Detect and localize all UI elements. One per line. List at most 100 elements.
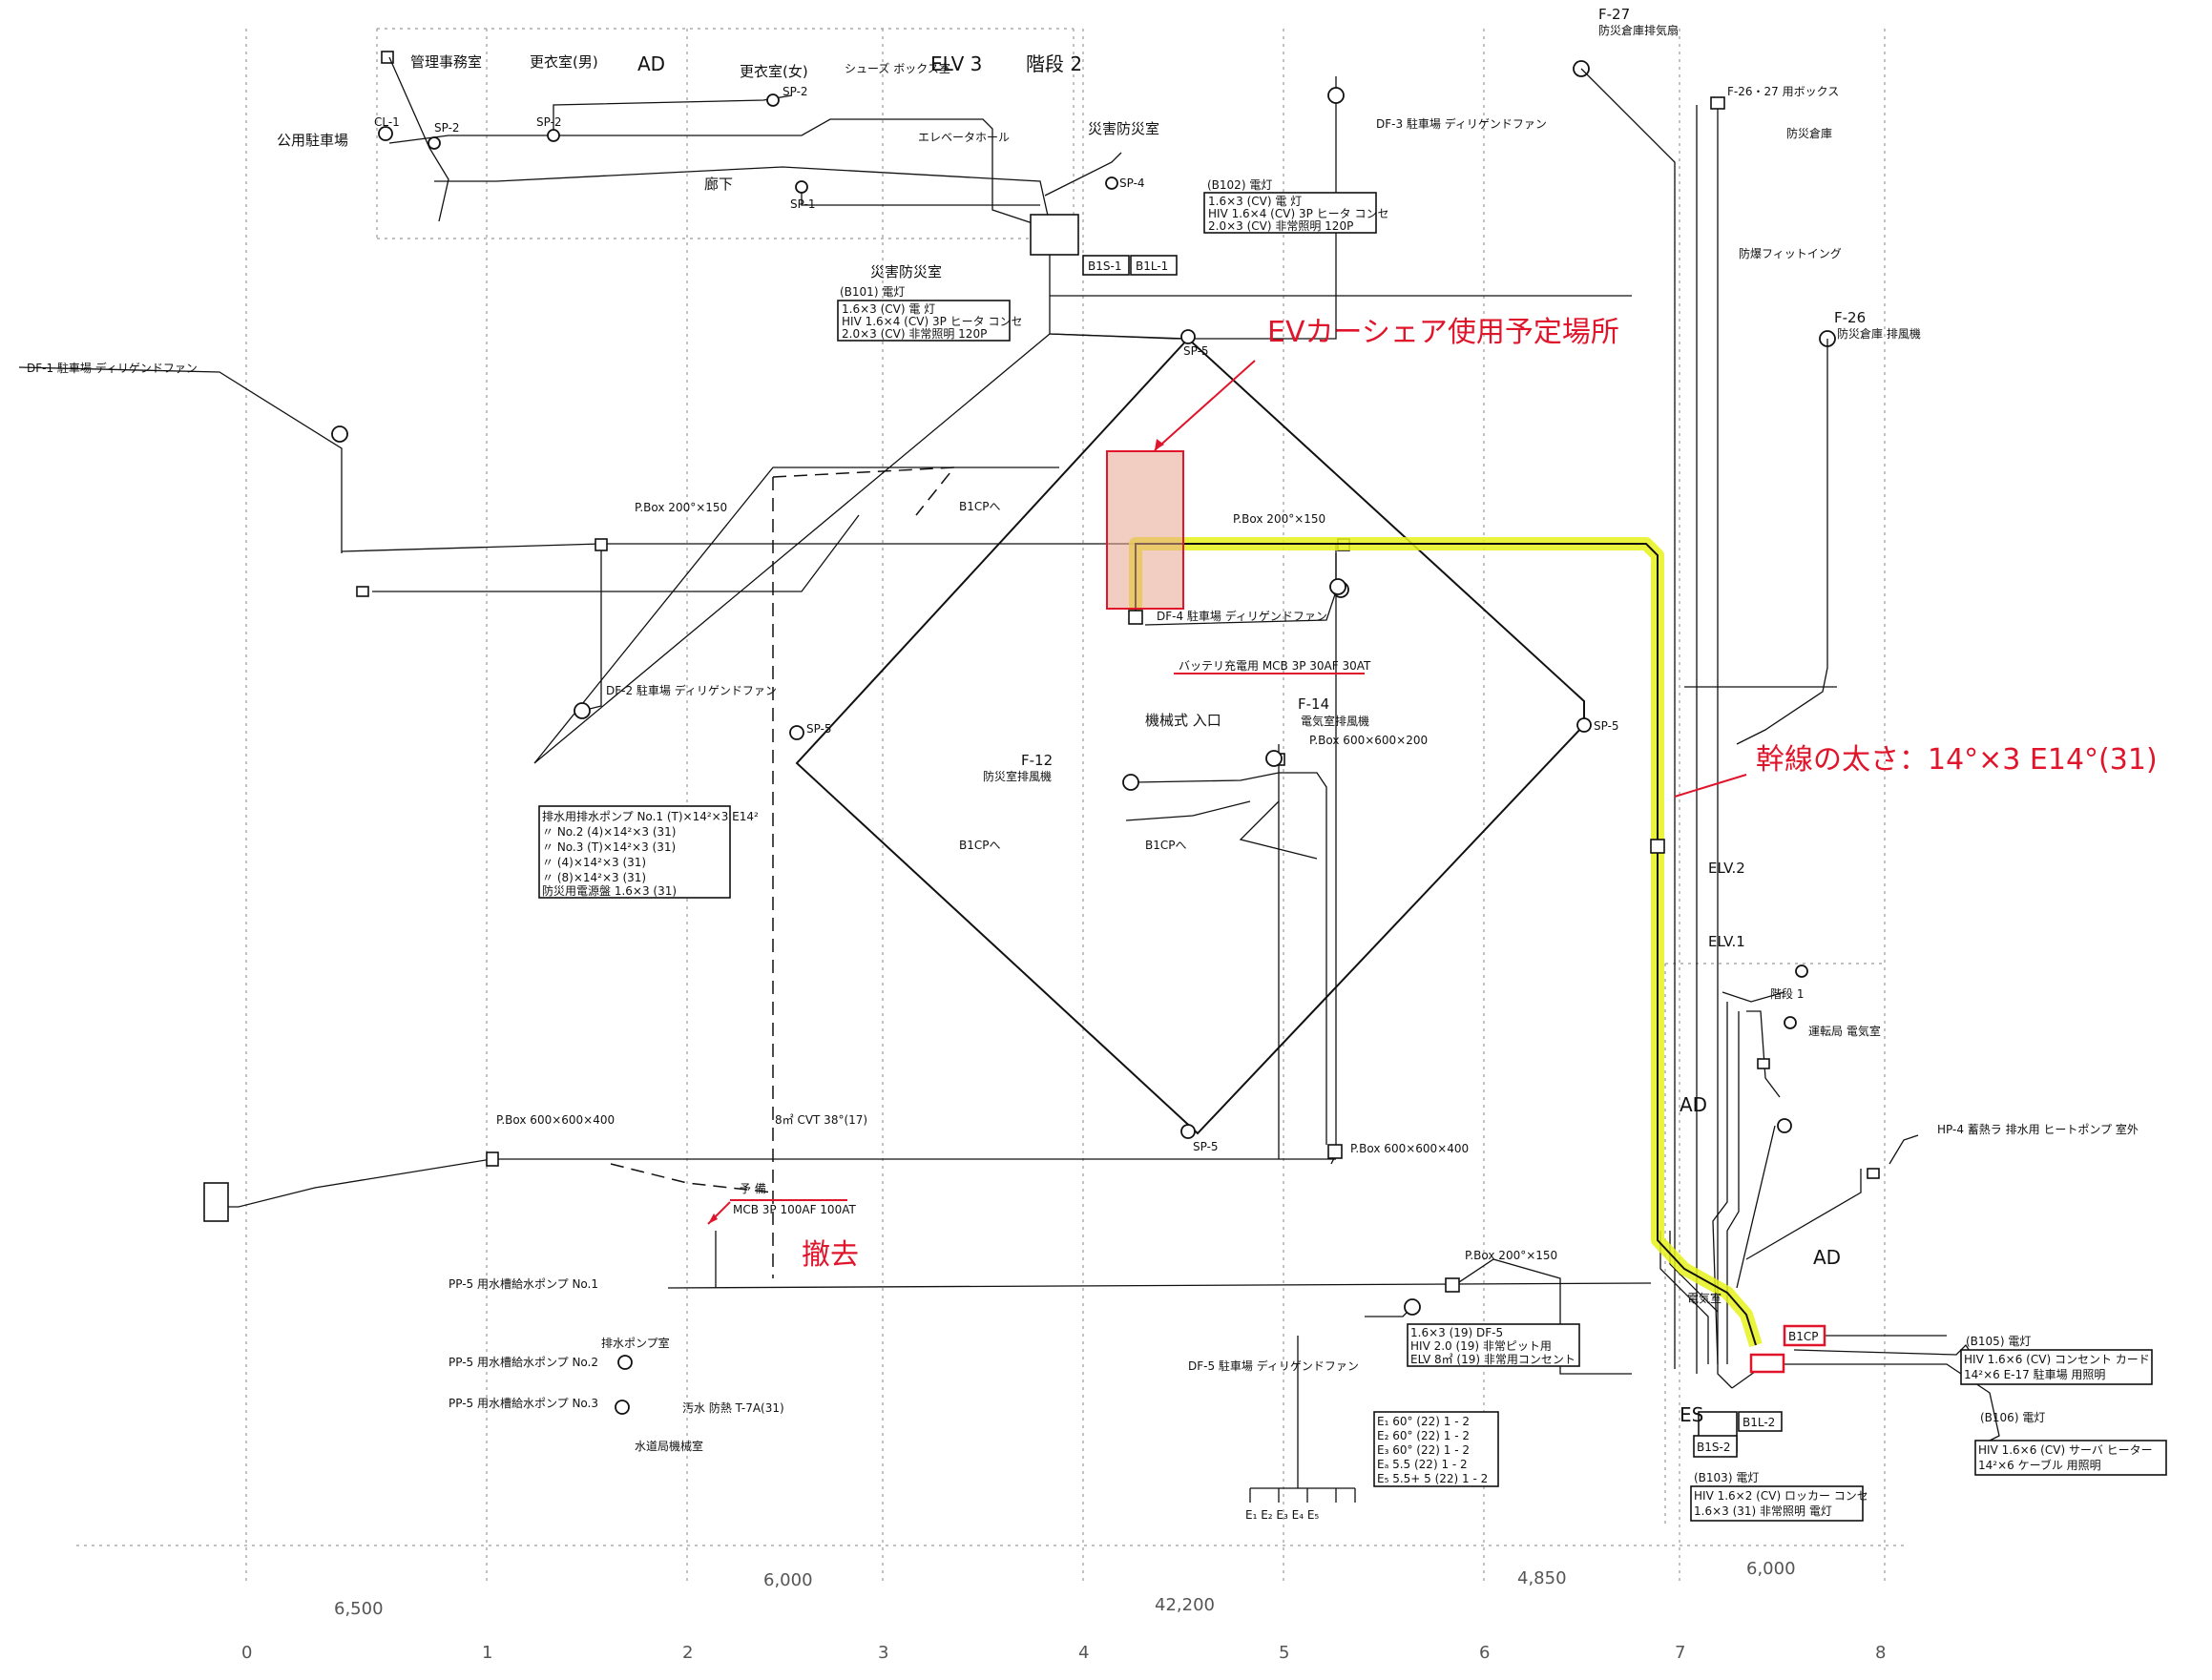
svg-text:42,200: 42,200 [1155, 1595, 1215, 1615]
remove-annotation-group: 撤去 [707, 1199, 859, 1272]
top-wiring: SP-2 SP-2 SP-2 SP-1 SP-4 CL-1 [374, 56, 1632, 764]
label-storage: 防災倉庫 [1786, 126, 1832, 140]
svg-text:6,500: 6,500 [334, 1599, 384, 1619]
svg-text:HIV 1.6×2 (CV) ロッカー コンセ: HIV 1.6×2 (CV) ロッカー コンセ [1694, 1489, 1868, 1503]
label-stairs1: 階段 1 [1770, 986, 1804, 1001]
svg-text:〃 (8)×14²×3 (31): 〃 (8)×14²×3 (31) [542, 871, 646, 884]
label-sp2c: SP-2 [783, 85, 808, 98]
structural-grid [76, 28, 1909, 1584]
table-ground: E₁ 60° (22) 1 - 2 E₂ 60° (22) 1 - 2 E₃ 6… [1373, 1411, 1499, 1487]
label-b1cp-to: B1CPへ [959, 500, 1000, 513]
label-ad1: AD [1680, 1093, 1707, 1116]
speaker-icon-sp5b [789, 725, 804, 740]
label-pp5a: PP-5 用水槽給水ポンプ No.1 [449, 1277, 598, 1291]
label-transformer-room: 電気室 [1687, 1291, 1722, 1305]
svg-text:B1L-2: B1L-2 [1742, 1416, 1775, 1429]
svg-text:(B106) 電灯: (B106) 電灯 [1980, 1411, 2045, 1424]
room-elev-hall: エレベータホール [918, 131, 1010, 144]
svg-text:〃 No.3 (T)×14²×3 (31): 〃 No.3 (T)×14²×3 (31) [542, 840, 676, 854]
svg-text:2.0×3 (CV) 非常照明 120P: 2.0×3 (CV) 非常照明 120P [842, 327, 987, 341]
svg-text:〃 No.2 (4)×14²×3 (31): 〃 No.2 (4)×14²×3 (31) [542, 825, 676, 839]
label-b1l1: B1L-1 [1136, 259, 1168, 273]
svg-text:SP-5: SP-5 [1183, 344, 1209, 358]
motor-icon-df5 [1404, 1298, 1421, 1316]
label-f27: F-27 [1598, 6, 1630, 23]
svg-text:B1CP: B1CP [1788, 1330, 1818, 1343]
motor-icon-df3 [1327, 87, 1345, 104]
table-pump: 排水用排水ポンプ No.1 (T)×14²×3 E14² 〃 No.2 (4)×… [538, 805, 759, 899]
table-b103: (B103) 電灯 HIV 1.6×2 (CV) ロッカー コンセ 1.6×3 … [1690, 1471, 1868, 1522]
speaker-icon-sp2c [766, 93, 780, 107]
panel-b1s2 [1693, 1435, 1738, 1458]
room-dressing-f: 更衣室(男) [530, 53, 598, 71]
label-battery: バッテリ充電用 MCB 3P 30AF 30AT [1179, 658, 1371, 673]
label-pbox6: P.Box 200°×150 [1465, 1249, 1557, 1262]
svg-text:7: 7 [1675, 1643, 1685, 1663]
diamond-circuit: SP-5 SP-5 SP-5 SP-5 機械式 入口 [789, 329, 1619, 1153]
room-disaster: 災害防災室 [1088, 120, 1159, 137]
motor-icon-pp5b [615, 1400, 630, 1415]
right-feeders [1580, 68, 2000, 1441]
label-elv1: ELV.1 [1708, 933, 1745, 950]
trunk-annotation-group: 幹線の太さ：14°×3 E14°(31) [1674, 743, 2158, 798]
dashed-routes [610, 467, 956, 1278]
label-df2: DF-2 駐車場 ディリゲンドファン [606, 683, 777, 697]
label-df4: DF-4 駐車場 ディリゲンドファン [1157, 609, 1327, 623]
label-f14: F-14 [1298, 695, 1329, 713]
label-df5: DF-5 駐車場 ディリゲンドファン [1188, 1359, 1359, 1373]
clock-icon-cl1 [378, 126, 393, 141]
room-ad-top: AD [637, 52, 665, 75]
svg-text:SP-5: SP-5 [1594, 719, 1619, 733]
panel-b1l1 [1130, 255, 1178, 276]
svg-text:5: 5 [1279, 1643, 1289, 1663]
svg-text:1.6×3 (CV) 電 灯: 1.6×3 (CV) 電 灯 [1208, 195, 1302, 208]
room-corridor: 廊下 [704, 176, 733, 193]
label-sp2a: SP-2 [434, 121, 460, 135]
panel-b1cp-marker [1749, 1353, 1785, 1374]
clock-icon-cl1-right [1784, 1016, 1797, 1029]
label-elv2: ELV.2 [1708, 860, 1745, 877]
svg-text:6,000: 6,000 [1746, 1559, 1796, 1579]
label-ad2: AD [1813, 1246, 1841, 1269]
remove-annotation: 撤去 [802, 1238, 859, 1272]
speaker-icon-sp2-right [1777, 1118, 1792, 1133]
svg-text:14²×6 E-17 駐車場 用照明: 14²×6 E-17 駐車場 用照明 [1964, 1367, 2105, 1381]
room-shoes-box: シューズ ボックス室 [845, 61, 950, 75]
svg-text:SP-5: SP-5 [806, 722, 832, 736]
panel-b1l2 [1738, 1411, 1783, 1432]
speaker-icon-sp4-right [1795, 964, 1808, 978]
svg-text:E₅ 5.5+ 5 (22) 1 - 2: E₅ 5.5+ 5 (22) 1 - 2 [1377, 1472, 1488, 1485]
svg-text:B1S-2: B1S-2 [1697, 1441, 1730, 1454]
room-labels: 管理事務室 更衣室(男) AD 更衣室(女) シューズ ボックス室 ELV 3 … [277, 51, 1159, 280]
speaker-icon-sp5a [1180, 329, 1196, 344]
label-ramp: 機械式 入口 [1145, 712, 1221, 729]
svg-text:SP-5: SP-5 [1193, 1140, 1219, 1153]
room-public-parking: 公用駐車場 [277, 132, 348, 149]
label-indoor: 運転局 電気室 [1808, 1024, 1881, 1038]
label-hp4: HP-4 蓄熱ラ 排水用 ヒートポンプ 室外 [1937, 1122, 2139, 1136]
table-b101: (B101) 電灯 1.6×3 (CV) 電 灯 HIV 1.6×4 (CV) … [837, 285, 1022, 342]
label-pbox5: P.Box 600×600×400 [1350, 1142, 1469, 1155]
svg-text:1.6×3 (31) 非常照明 電灯: 1.6×3 (31) 非常照明 電灯 [1694, 1504, 1832, 1518]
svg-text:〃 (4)×14²×3 (31): 〃 (4)×14²×3 (31) [542, 856, 646, 869]
panel-b1s1 [1082, 255, 1130, 276]
svg-text:E₂ 60° (22) 1 - 2: E₂ 60° (22) 1 - 2 [1377, 1429, 1470, 1442]
svg-text:4,850: 4,850 [1517, 1568, 1567, 1588]
label-f12-sub: 防災室排風機 [983, 769, 1052, 783]
svg-text:防災用電源盤 1.6×3 (31): 防災用電源盤 1.6×3 (31) [542, 883, 677, 898]
text-labels: DF-1 駐車場 ディリゲンドファン DF-2 駐車場 ディリゲンドファン DF… [27, 6, 2139, 1522]
svg-text:0: 0 [241, 1643, 252, 1663]
motor-icon-pp5a [617, 1355, 633, 1370]
table-b105: (B105) 電灯 HIV 1.6×6 (CV) コンセント カード 14²×6… [1960, 1335, 2153, 1385]
speaker-icon-sp2b [547, 129, 560, 142]
svg-text:HIV 1.6×4 (CV) 3P ヒータ コンセ: HIV 1.6×4 (CV) 3P ヒータ コンセ [1208, 207, 1388, 220]
svg-text:(B103) 電灯: (B103) 電灯 [1694, 1471, 1759, 1484]
svg-text:14²×6 ケーブル 用照明: 14²×6 ケーブル 用照明 [1978, 1458, 2101, 1472]
svg-text:4: 4 [1078, 1643, 1089, 1663]
motor-icon-f12 [1122, 774, 1139, 791]
svg-text:(B102) 電灯: (B102) 電灯 [1207, 178, 1272, 192]
panel-b1cp [1783, 1324, 1826, 1347]
svg-text:2.0×3 (CV) 非常照明 120P: 2.0×3 (CV) 非常照明 120P [1208, 219, 1353, 233]
svg-text:ES: ES [1680, 1403, 1703, 1426]
label-cl1: CL-1 [374, 115, 400, 129]
